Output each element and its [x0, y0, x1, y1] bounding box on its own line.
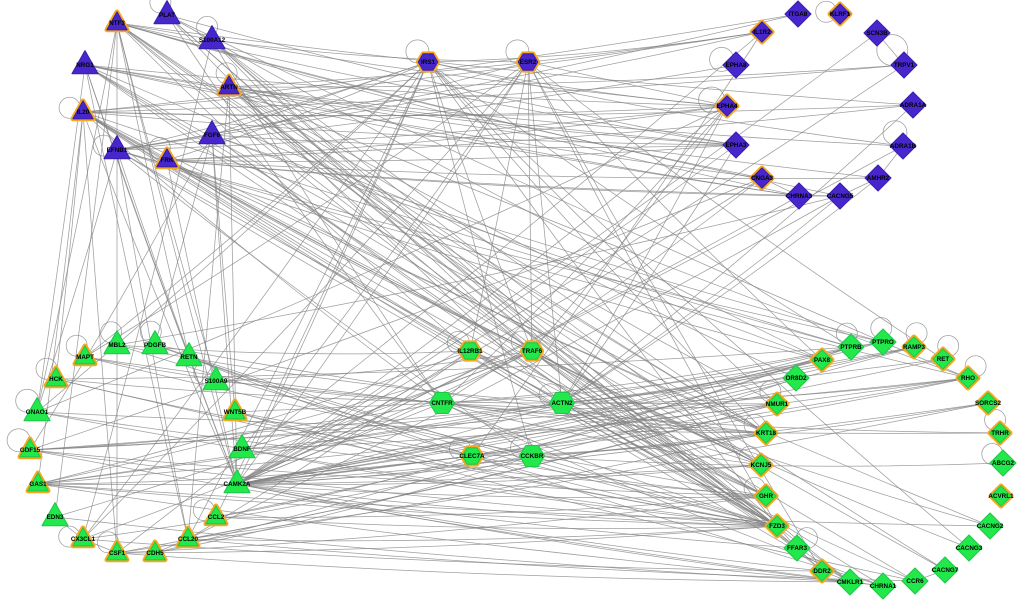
- svg-text:MAPT: MAPT: [76, 354, 94, 361]
- svg-text:S100A9: S100A9: [205, 378, 228, 385]
- svg-text:FGF6: FGF6: [204, 132, 221, 139]
- svg-text:IL1R2: IL1R2: [753, 29, 771, 36]
- svg-text:GDF15: GDF15: [20, 447, 41, 454]
- svg-text:RHO: RHO: [961, 375, 975, 382]
- svg-text:EPHA3: EPHA3: [726, 142, 747, 149]
- svg-text:CX3CL1: CX3CL1: [71, 536, 96, 543]
- svg-text:CSF1: CSF1: [109, 550, 126, 557]
- svg-text:RETN: RETN: [180, 354, 198, 361]
- svg-text:CLEC7A: CLEC7A: [459, 453, 485, 460]
- svg-text:CCR6: CCR6: [906, 578, 924, 585]
- svg-text:IL12RB1: IL12RB1: [457, 348, 483, 355]
- svg-text:S100A12: S100A12: [199, 37, 226, 44]
- svg-text:GHR: GHR: [759, 493, 773, 500]
- svg-text:ADRA1A: ADRA1A: [900, 102, 927, 109]
- svg-text:FRK: FRK: [161, 157, 174, 164]
- svg-text:KRT18: KRT18: [756, 430, 776, 437]
- svg-text:IRS1: IRS1: [421, 59, 435, 66]
- svg-text:CCKBR: CCKBR: [521, 453, 544, 460]
- svg-text:BDNF: BDNF: [233, 446, 251, 453]
- svg-text:CNGA3: CNGA3: [751, 175, 774, 182]
- svg-text:EPHA8: EPHA8: [726, 62, 747, 69]
- svg-text:IL20: IL20: [77, 109, 90, 116]
- svg-text:ABCG2: ABCG2: [992, 460, 1015, 467]
- svg-text:GNAO1: GNAO1: [26, 409, 49, 416]
- svg-text:ARTN: ARTN: [220, 84, 238, 91]
- svg-text:CACNG7: CACNG7: [932, 567, 959, 574]
- svg-text:EDN3: EDN3: [47, 514, 64, 521]
- svg-text:CACNG3: CACNG3: [956, 545, 983, 552]
- svg-text:CACNG2: CACNG2: [977, 523, 1004, 530]
- svg-text:PAX8: PAX8: [814, 357, 830, 364]
- svg-text:SORCS2: SORCS2: [975, 400, 1001, 407]
- svg-text:CHRNA1: CHRNA1: [870, 583, 897, 590]
- svg-text:CDH5: CDH5: [146, 550, 164, 557]
- svg-text:WNT5B: WNT5B: [224, 409, 247, 416]
- svg-text:ESR2: ESR2: [520, 59, 537, 66]
- svg-text:TRHR: TRHR: [991, 430, 1009, 437]
- svg-text:RET: RET: [937, 356, 950, 363]
- svg-text:AMHR2: AMHR2: [867, 175, 890, 182]
- svg-text:KCNJ5: KCNJ5: [751, 462, 772, 469]
- svg-text:PTPRO: PTPRO: [872, 339, 894, 346]
- svg-text:OR8D2: OR8D2: [786, 375, 807, 382]
- svg-text:DDR2: DDR2: [813, 568, 831, 575]
- svg-text:SCN3B: SCN3B: [866, 30, 888, 37]
- svg-text:EFNB1: EFNB1: [107, 147, 128, 154]
- svg-text:ITGA8: ITGA8: [789, 11, 808, 18]
- svg-text:TRPV1: TRPV1: [894, 62, 915, 69]
- svg-text:CHRNA3: CHRNA3: [786, 193, 813, 200]
- svg-text:CMKLR1: CMKLR1: [837, 579, 864, 586]
- svg-text:EPHA4: EPHA4: [717, 103, 738, 110]
- svg-text:CACNG5: CACNG5: [827, 193, 854, 200]
- svg-text:FZD3: FZD3: [769, 523, 785, 530]
- svg-text:NMUR1: NMUR1: [766, 401, 789, 408]
- svg-text:FFAR3: FFAR3: [787, 545, 807, 552]
- svg-text:PLAT: PLAT: [159, 12, 175, 19]
- svg-text:TRAF6: TRAF6: [522, 348, 543, 355]
- svg-text:CNTFR: CNTFR: [431, 400, 453, 407]
- svg-text:HCK: HCK: [49, 376, 63, 383]
- svg-text:CAMK2A: CAMK2A: [224, 481, 251, 488]
- svg-text:GAS1: GAS1: [29, 481, 47, 488]
- svg-text:KLRF1: KLRF1: [830, 11, 851, 18]
- svg-text:MBL2: MBL2: [108, 342, 126, 349]
- svg-text:ACVRL1: ACVRL1: [988, 493, 1014, 500]
- svg-text:PTPRB: PTPRB: [840, 344, 862, 351]
- svg-text:PDGFB: PDGFB: [144, 342, 166, 349]
- svg-text:RAMP3: RAMP3: [903, 344, 926, 351]
- svg-text:ADRA1B: ADRA1B: [890, 143, 917, 150]
- svg-text:NRG1: NRG1: [76, 62, 94, 69]
- svg-text:CCL2: CCL2: [208, 514, 225, 521]
- svg-text:NTF3: NTF3: [109, 20, 125, 27]
- svg-text:ACTN2: ACTN2: [552, 400, 573, 407]
- svg-text:CCL20: CCL20: [178, 536, 198, 543]
